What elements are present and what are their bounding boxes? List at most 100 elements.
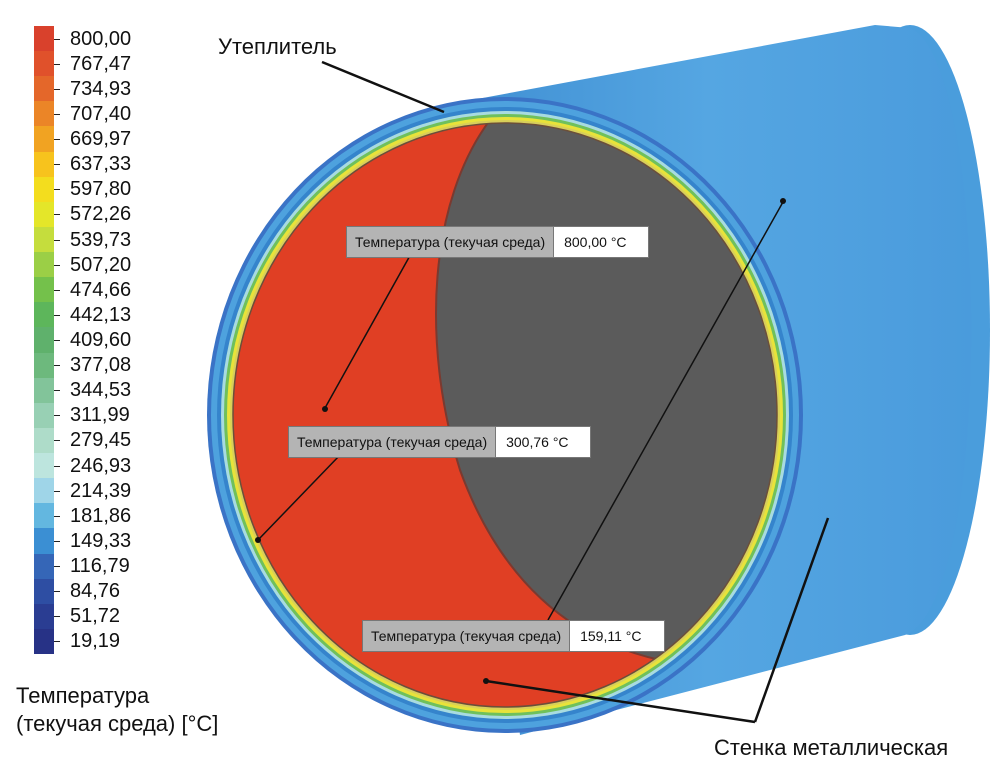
- legend-tick: [54, 616, 60, 618]
- probe-name: Температура (текучая среда): [289, 427, 497, 457]
- legend-swatch: [34, 603, 54, 630]
- legend-swatch: [34, 553, 54, 580]
- legend-tick: [54, 415, 60, 417]
- legend-value-label: 344,53: [70, 379, 132, 402]
- legend-swatch: [34, 377, 54, 404]
- legend-value-label: 149,33: [70, 529, 132, 552]
- legend-value-label: 409,60: [70, 329, 132, 351]
- legend-swatch: [34, 352, 54, 379]
- legend-value-label: 507,20: [70, 253, 132, 276]
- legend-value-label: 246,93: [70, 454, 132, 477]
- probe-point-3: [780, 198, 786, 204]
- legend-tick: [54, 465, 60, 467]
- probe-point-1: [322, 406, 328, 412]
- legend-swatch: [34, 101, 54, 127]
- legend-swatch: [34, 201, 54, 228]
- legend-swatch: [34, 302, 54, 328]
- probe-label-159: Температура (текучая среда) 159,11 °C: [362, 620, 666, 652]
- legend-swatch: [34, 578, 54, 605]
- legend-tick: [54, 490, 60, 492]
- legend-swatch: [34, 126, 54, 153]
- legend-swatch: [34, 176, 54, 203]
- legend-value-label: 767,47: [70, 52, 132, 75]
- legend-value-label: 51,72: [70, 605, 121, 628]
- probe-value: 300,76 °C: [496, 427, 591, 457]
- legend-tick: [54, 38, 60, 40]
- legend-value-label: 597,80: [70, 178, 132, 201]
- legend-tick: [54, 264, 60, 266]
- legend-tick: [54, 566, 60, 568]
- legend-value-label: 84,76: [70, 580, 121, 603]
- callout-metal-wall: Стенка металлическая: [714, 735, 949, 760]
- legend-title: Температура (текучая среда) [°C]: [16, 682, 218, 738]
- legend-value-label: 637,33: [70, 153, 132, 176]
- legend-value-label: 214,39: [70, 479, 132, 502]
- legend-swatch: [34, 226, 54, 253]
- legend-value-label: 474,66: [70, 278, 132, 301]
- legend-tick: [54, 591, 60, 593]
- probe-name: Температура (текучая среда): [347, 227, 555, 257]
- probe-point-2: [255, 537, 261, 543]
- legend-tick: [54, 239, 60, 241]
- legend-tick: [54, 515, 60, 517]
- legend-tick: [54, 390, 60, 392]
- legend-value-label: 800,00: [70, 27, 132, 50]
- probe-value: 159,11 °C: [570, 621, 665, 651]
- leader-insulation: [321, 60, 445, 114]
- legend-tick: [54, 113, 60, 115]
- legend-value-label: 19,19: [70, 630, 121, 653]
- legend-value-label: 311,99: [70, 404, 130, 427]
- legend-tick: [54, 63, 60, 65]
- legend-swatch: [34, 503, 54, 529]
- legend-swatch: [34, 427, 54, 454]
- legend-tick: [54, 214, 60, 216]
- legend-tick: [54, 440, 60, 442]
- legend-tick: [54, 164, 60, 166]
- legend-tick: [54, 540, 60, 542]
- inner-rim-line: [232, 122, 778, 708]
- legend-value-label: 442,13: [70, 303, 132, 326]
- legend-tick: [54, 289, 60, 291]
- legend-value-label: 572,26: [70, 203, 132, 226]
- legend-tick: [54, 365, 60, 367]
- legend-swatch: [34, 151, 54, 178]
- probe-label-800: Температура (текучая среда) 800,00 °C: [346, 226, 650, 258]
- legend-value-label: 539,73: [70, 228, 132, 251]
- legend-value-label: 181,86: [70, 504, 132, 527]
- legend-swatch: [34, 76, 54, 102]
- legend-tick: [54, 314, 60, 316]
- legend-value-label: 669,97: [70, 128, 132, 151]
- leader-probe-1: [324, 251, 413, 409]
- legend-value-label: 707,40: [70, 102, 132, 125]
- legend-tick: [54, 139, 60, 141]
- legend-value-label: 377,08: [70, 354, 132, 377]
- legend-tick: [54, 641, 60, 643]
- legend-swatch: [34, 327, 54, 354]
- legend-swatch: [34, 478, 54, 504]
- temperature-color-scale: [34, 26, 54, 655]
- legend-value-label: 116,79: [70, 555, 130, 578]
- legend-value-label: 279,45: [70, 429, 132, 452]
- legend-swatch: [34, 453, 54, 479]
- legend-swatch: [34, 26, 54, 52]
- legend-swatch: [34, 252, 54, 278]
- legend-tick: [54, 340, 60, 341]
- probe-label-300: Температура (текучая среда) 300,76 °C: [288, 426, 592, 458]
- legend-tick: [54, 189, 60, 191]
- callout-insulation: Утеплитель: [218, 34, 337, 59]
- leader-probe-2: [257, 454, 341, 541]
- legend-swatch: [34, 528, 54, 554]
- probe-name: Температура (текучая среда): [363, 621, 571, 651]
- legend-tick: [54, 88, 60, 90]
- legend-swatch: [34, 402, 54, 429]
- legend-title-line1: Температура: [16, 683, 150, 708]
- legend-swatch: [34, 51, 54, 77]
- leader-metal-wall-a: [485, 679, 756, 724]
- legend-swatch: [34, 628, 54, 655]
- legend-value-label: 734,93: [70, 77, 132, 100]
- legend-swatch: [34, 277, 54, 303]
- legend-title-line2: (текучая среда) [°C]: [16, 711, 219, 736]
- leader-metal-wall-b: [753, 517, 830, 723]
- probe-value: 800,00 °C: [554, 227, 649, 257]
